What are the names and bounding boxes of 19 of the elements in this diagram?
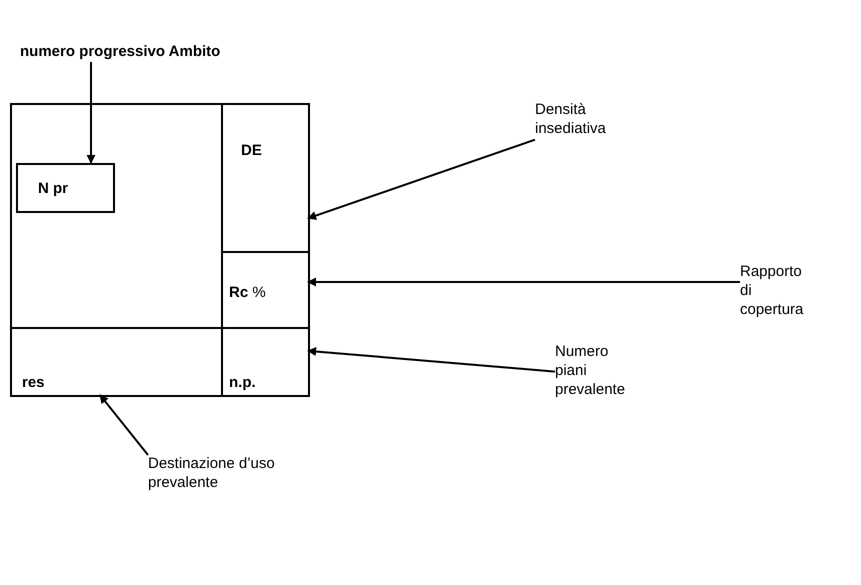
cell-label: Rc % xyxy=(229,284,266,301)
arrow xyxy=(307,278,740,286)
cell-label: N pr xyxy=(38,180,68,197)
description-text: Densità insediativa xyxy=(535,101,606,137)
arrow xyxy=(86,62,96,164)
description-text: Rapporto di copertura xyxy=(740,263,804,318)
cell-label: n.p. xyxy=(229,374,256,391)
code-box xyxy=(16,163,115,213)
arrow xyxy=(307,347,556,373)
description-text: Numero piani prevalente xyxy=(555,343,626,398)
grid-box xyxy=(10,103,310,397)
grid-cell xyxy=(221,105,308,253)
arrow xyxy=(99,394,149,456)
cell-label: DE xyxy=(241,142,262,159)
arrow xyxy=(307,138,536,220)
description-text: Destinazione d’uso prevalente xyxy=(148,455,275,491)
heading-text: numero progressivo Ambito xyxy=(20,43,220,60)
grid-cell xyxy=(221,327,308,395)
cell-label: res xyxy=(22,374,45,391)
